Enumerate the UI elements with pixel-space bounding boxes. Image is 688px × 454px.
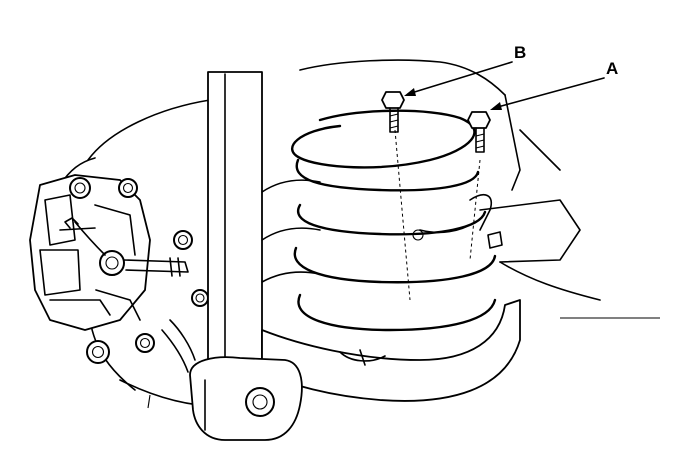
callout-b-leader	[404, 61, 513, 96]
shock-absorber	[207, 71, 263, 373]
bolt-a	[467, 111, 491, 153]
callout-a-leader	[490, 77, 605, 110]
bolt-b	[381, 91, 405, 133]
callout-label-a: A	[606, 59, 618, 78]
callout-label-b: B	[514, 43, 526, 62]
lower-mount	[161, 319, 303, 441]
sensor-bracket	[412, 194, 503, 249]
lower-arm	[261, 299, 521, 402]
brake-caliper	[29, 174, 209, 364]
coil-spring	[261, 109, 497, 332]
